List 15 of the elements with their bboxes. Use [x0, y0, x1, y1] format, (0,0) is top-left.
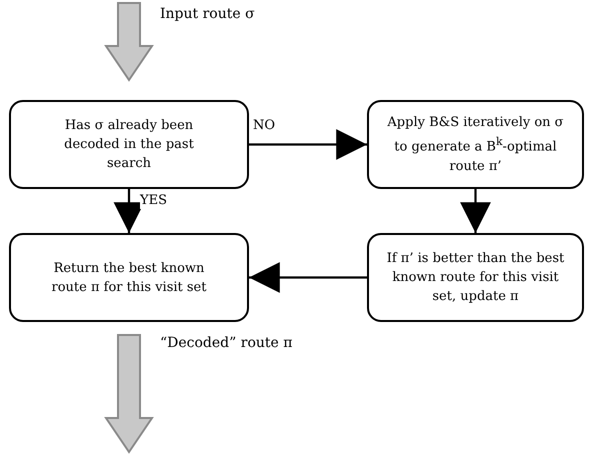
process-box: [367, 233, 584, 322]
box-text: Has σ already been decoded in the past search: [63, 117, 195, 173]
block-arrow: [104, 2, 154, 82]
process-box: [9, 233, 249, 322]
process-box: [367, 100, 584, 189]
box-text: Return the best known route π for this visit set: [50, 260, 208, 296]
process-box: [9, 100, 249, 189]
box-text: Apply B&S iteratively on σ to generate a B$^{k}$-optimal route π’: [386, 114, 565, 176]
arrow: [249, 129, 367, 160]
arrow: [460, 189, 491, 233]
block-arrow: [104, 334, 154, 454]
edge-label: YES: [140, 193, 167, 209]
arrow: [249, 262, 367, 293]
box-text: If π’ is better than the best known route for this visit set, update π: [386, 250, 566, 306]
edge-label: Input route σ: [160, 6, 255, 22]
